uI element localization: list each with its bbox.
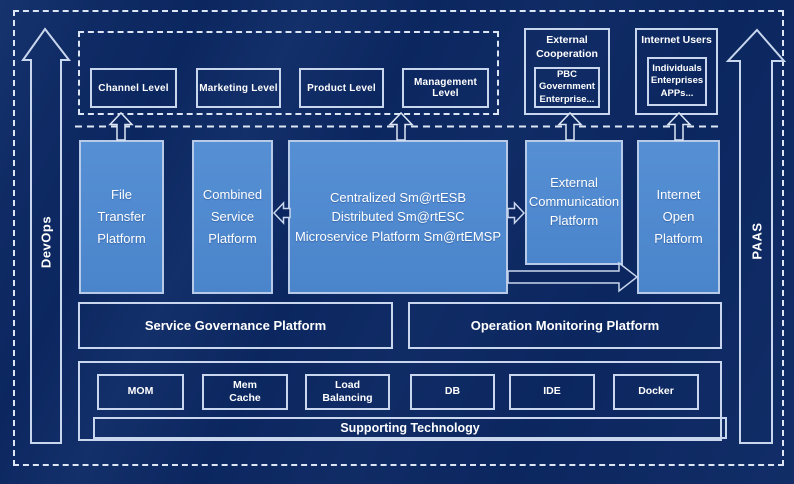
internet-open-platform-box: Internet Open Platform xyxy=(637,140,720,294)
combined-service-platform-box: Combined Service Platform xyxy=(192,140,273,294)
supporting-technology-container xyxy=(78,361,722,441)
tech-box-mom: MOM xyxy=(97,374,184,410)
external-communication-platform-box: External Communication Platform xyxy=(525,140,623,265)
external-cooperation-members: PBC Government Enterprise... xyxy=(534,67,600,108)
central-esb-platform-box: Centralized Sm@rtESB Distributed Sm@rtES… xyxy=(288,140,508,294)
tech-box-ide: IDE xyxy=(509,374,595,410)
management-level-box: Management Level xyxy=(402,68,489,108)
tech-box-docker: Docker xyxy=(613,374,699,410)
paas-rail-label: PAAS xyxy=(749,222,765,260)
tech-box-load-balancing: Load Balancing xyxy=(305,374,390,410)
internet-users-title: Internet Users xyxy=(641,34,712,46)
supporting-technology-bar: Supporting Technology xyxy=(93,417,727,439)
marketing-level-box: Marketing Level xyxy=(196,68,281,108)
external-cooperation-box: External Cooperation PBC Government Ente… xyxy=(524,28,610,115)
file-transfer-platform-box: File Transfer Platform xyxy=(79,140,164,294)
product-level-box: Product Level xyxy=(299,68,384,108)
service-governance-platform-box: Service Governance Platform xyxy=(78,302,393,349)
consumer-levels-group xyxy=(78,31,499,115)
external-cooperation-title: External Cooperation xyxy=(536,34,598,60)
internet-users-box: Internet Users Individuals Enterprises A… xyxy=(635,28,718,115)
channel-level-box: Channel Level xyxy=(90,68,177,108)
operation-monitoring-platform-box: Operation Monitoring Platform xyxy=(408,302,722,349)
tech-box-db: DB xyxy=(410,374,495,410)
devops-rail-label: DevOps xyxy=(38,215,54,269)
tech-box-mem-cache: Mem Cache xyxy=(202,374,288,410)
internet-users-members: Individuals Enterprises APPs... xyxy=(647,57,707,106)
